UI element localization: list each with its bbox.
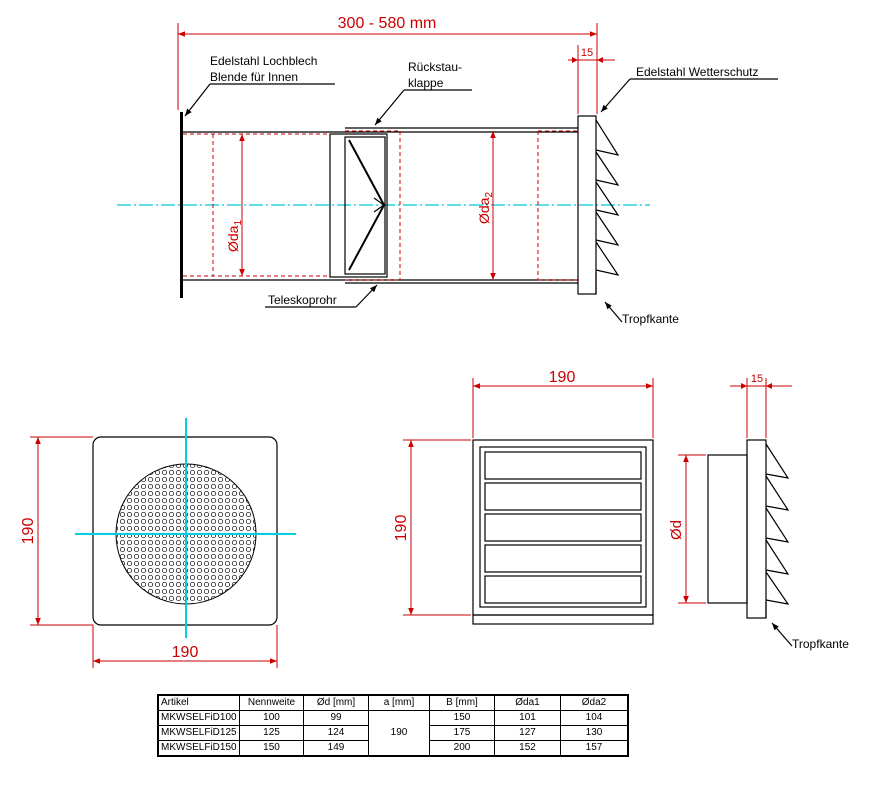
- spec-table: Artikel Nennweite Ød [mm] a [mm] B [mm] …: [157, 694, 629, 757]
- label-plate-line2: Blende für Innen: [210, 70, 298, 84]
- table-cell: 127: [494, 725, 561, 741]
- table-cell: 100: [239, 710, 304, 726]
- table-cell: MKWSELFiD100: [157, 710, 240, 726]
- dim-da2-text: Øda2: [476, 192, 495, 224]
- label-flap-line1: Rückstau-: [408, 60, 462, 74]
- table-cell: 150: [239, 740, 304, 757]
- label-drip: Tropfkante: [622, 312, 679, 326]
- table-header-cell: Nennweite: [239, 694, 304, 711]
- table-header-cell: B [mm]: [429, 694, 495, 711]
- leader-drip: [604, 301, 623, 323]
- label-tube: Teleskoprohr: [268, 293, 337, 307]
- inner-plate: [180, 112, 183, 298]
- flap-hinge: [373, 197, 386, 213]
- table-cell: MKWSELFiD150: [157, 740, 240, 757]
- hood-plate: [577, 115, 597, 295]
- dim-d-text: Ød: [668, 520, 685, 540]
- label-plate-line1: Edelstahl Lochblech: [210, 54, 317, 68]
- table-header-cell: Øda1: [494, 694, 561, 711]
- table-cell: 200: [429, 740, 495, 757]
- hood-louvers: [595, 119, 620, 294]
- dim-offset-text: 15: [581, 47, 593, 59]
- table-cell: MKWSELFiD125: [157, 725, 240, 741]
- table-header-cell: Artikel: [157, 694, 240, 711]
- side-view: 300 - 580 mm 15 Øda1 Øda2 Edelstahl Loch…: [117, 15, 778, 326]
- hood-frame-outer: [472, 439, 654, 616]
- table-header-cell: a [mm]: [368, 694, 430, 711]
- leader-hood: [600, 78, 631, 113]
- table-cell: 124: [303, 725, 369, 741]
- dim-hood-height-text: 190: [393, 515, 410, 542]
- hood-front-view: 190 190: [393, 369, 654, 625]
- hood-side-view: Ød 15 Tropfkante: [668, 373, 849, 651]
- hood-frame-inner: [479, 446, 647, 608]
- dim-hood-offset-text: 15: [751, 373, 763, 385]
- leader-tube: [355, 284, 378, 308]
- hood-frame-bottom: [472, 614, 654, 625]
- table-row: MKWSELFiD150 150 149 200 152 157: [157, 740, 629, 757]
- dim-front-width-text: 190: [172, 644, 199, 661]
- dim-hood-width-text: 190: [549, 369, 576, 386]
- table-cell: 104: [560, 710, 629, 726]
- leader-plate: [184, 83, 211, 117]
- flap-housing: [329, 133, 388, 278]
- label-hood: Edelstahl Wetterschutz: [636, 65, 759, 79]
- table-cell: 101: [494, 710, 561, 726]
- dim-da1-text: Øda1: [225, 220, 244, 252]
- table-cell: 130: [560, 725, 629, 741]
- table-cell: 150: [429, 710, 495, 726]
- table-cell: 157: [560, 740, 629, 757]
- label-hood-drip: Tropfkante: [792, 637, 849, 651]
- table-cell: 152: [494, 740, 561, 757]
- dim-length-text: 300 - 580 mm: [338, 15, 437, 32]
- leader-flap: [374, 89, 405, 126]
- table-header-row: Artikel Nennweite Ød [mm] a [mm] B [mm] …: [157, 694, 629, 711]
- hood-spigot: [707, 454, 748, 604]
- table-row: MKWSELFiD100 100 99 190 150 101 104: [157, 710, 629, 757]
- hood-side-louvers: [765, 443, 790, 618]
- flap-inner: [344, 136, 386, 275]
- leader-hood-drip: [771, 622, 793, 647]
- dim-front-height-text: 190: [20, 518, 37, 545]
- label-flap-line2: klappe: [408, 76, 444, 90]
- hood-slats: [484, 451, 642, 604]
- table-cell: 149: [303, 740, 369, 757]
- table-header-cell: Øda2: [560, 694, 629, 711]
- table-cell: 175: [429, 725, 495, 741]
- table-cell: 99: [303, 710, 369, 726]
- table-header-cell: Ød [mm]: [303, 694, 369, 711]
- front-view: 190 190: [20, 418, 296, 668]
- table-cell: 125: [239, 725, 304, 741]
- table-row: MKWSELFiD125 125 124 175 127 130: [157, 725, 629, 741]
- table-cell-a-value: 190: [368, 710, 430, 757]
- hood-side-plate: [746, 439, 767, 619]
